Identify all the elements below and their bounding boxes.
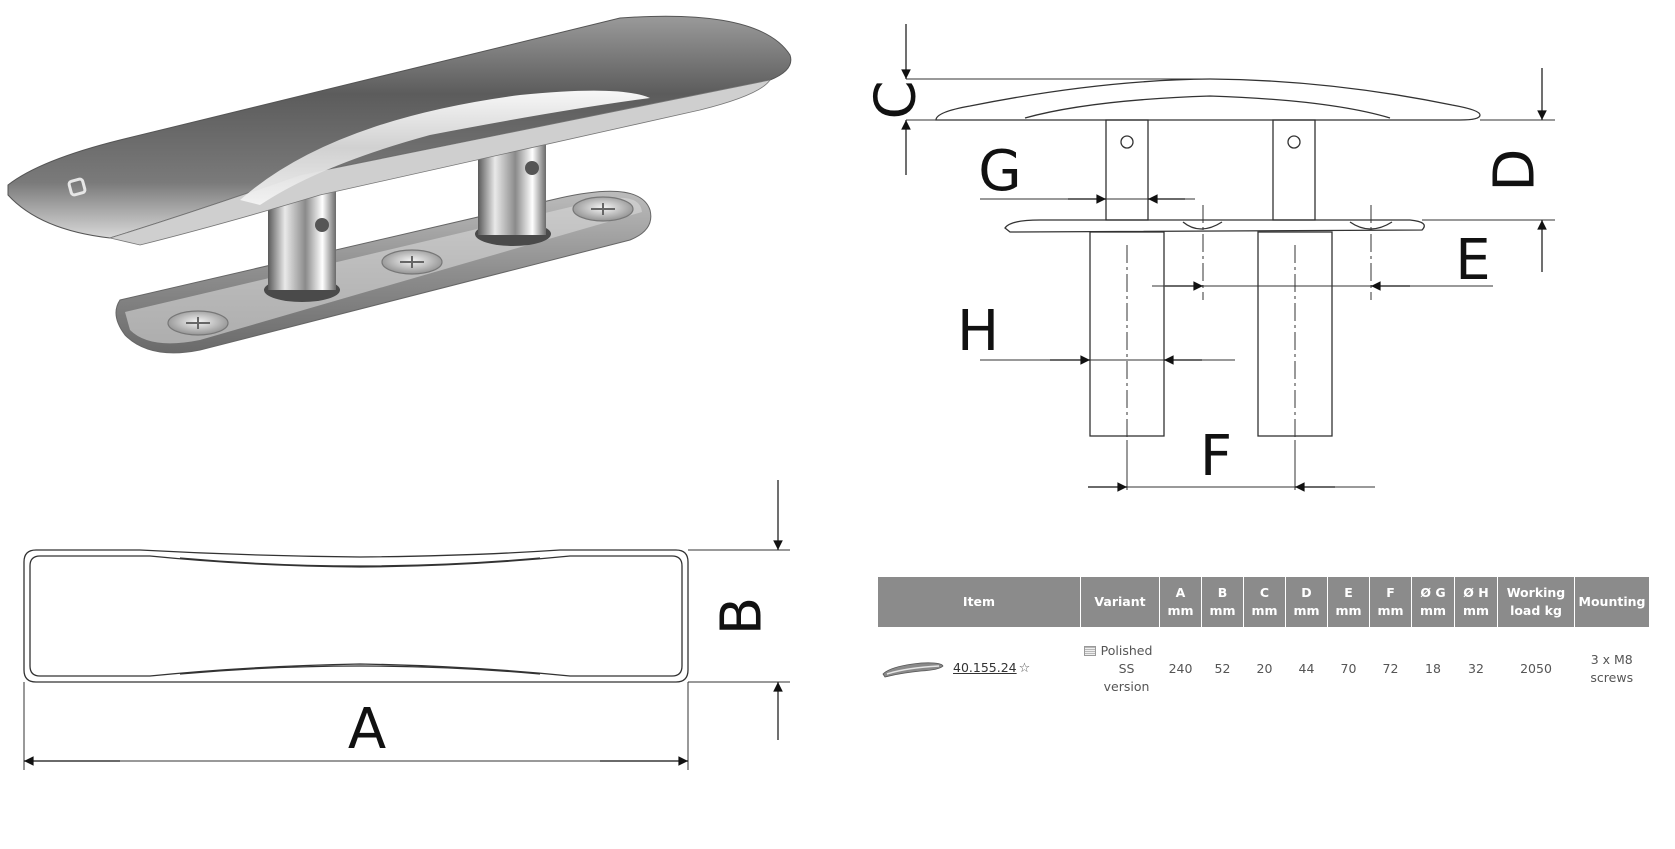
value-working-load: 2050	[1520, 660, 1552, 676]
value-g: 18	[1425, 660, 1441, 676]
side-elevation-drawing: C D G E H F	[864, 24, 1555, 492]
dimension-label-h: H	[957, 299, 999, 364]
value-d: 44	[1298, 660, 1315, 676]
header-mounting: Mounting	[1574, 577, 1649, 627]
cleat-product-photo	[7, 15, 792, 354]
spec-table-header-row: Item Variant A mm B mm C mm D mm E mm F …	[878, 577, 1649, 627]
header-working-load: Working load kg	[1497, 577, 1575, 627]
dimension-label-b: B	[710, 597, 775, 635]
spec-table: Item Variant A mm B mm C mm D mm E mm F …	[878, 577, 1649, 711]
favorite-star-icon[interactable]: ☆	[1018, 661, 1031, 677]
dimension-label-e: E	[1455, 228, 1490, 293]
value-f: 72	[1382, 660, 1399, 676]
dimension-label-f: F	[1200, 424, 1232, 489]
header-c: C mm	[1243, 577, 1286, 627]
value-mounting: 3 x M8 screws	[1590, 651, 1634, 685]
value-c: 20	[1256, 660, 1273, 676]
header-e: E mm	[1327, 577, 1370, 627]
header-a: A mm	[1159, 577, 1202, 627]
variant-cell: Polished SS version	[1081, 627, 1160, 711]
value-a: 240	[1168, 660, 1193, 676]
dimension-label-d: D	[1483, 148, 1548, 191]
header-f: F mm	[1369, 577, 1412, 627]
dimension-label-c: C	[864, 80, 929, 119]
header-b: B mm	[1201, 577, 1244, 627]
item-cell: 40.155.24☆	[878, 627, 1081, 711]
spec-table-row: 40.155.24☆ Polished SS version 240 52 20…	[878, 627, 1649, 711]
item-code-link[interactable]: 40.155.24	[953, 660, 1017, 676]
value-b: 52	[1214, 660, 1231, 676]
dimension-label-g: G	[978, 139, 1021, 204]
header-item: Item	[878, 577, 1081, 627]
header-h: Ø H mm	[1454, 577, 1498, 627]
value-h: 32	[1468, 660, 1484, 676]
value-e: 70	[1340, 660, 1357, 676]
dimension-label-a: A	[348, 697, 386, 762]
header-g: Ø G mm	[1411, 577, 1455, 627]
plan-view-drawing: B A	[23, 480, 790, 770]
product-thumbnail-icon	[882, 662, 944, 678]
variant-text: Polished SS version	[1100, 642, 1153, 695]
header-d: D mm	[1285, 577, 1328, 627]
header-variant: Variant	[1080, 577, 1160, 627]
flag-icon	[1083, 645, 1096, 656]
